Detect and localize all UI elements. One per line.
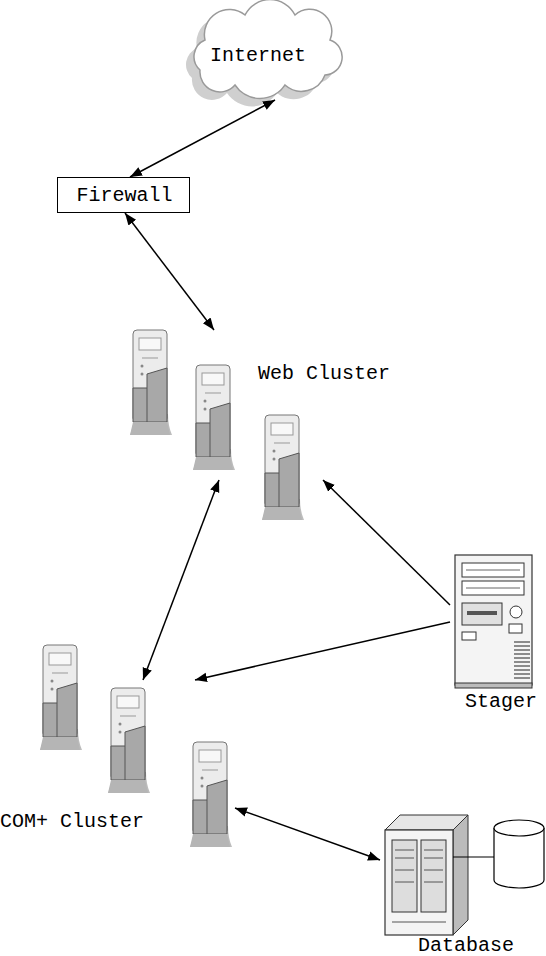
cable-line <box>453 856 494 857</box>
server-tower <box>130 330 172 435</box>
server-tower <box>262 415 304 520</box>
cloud-node: Internet <box>185 0 345 100</box>
database-node: Database <box>380 810 546 956</box>
server-tower <box>108 688 150 793</box>
server-tower <box>40 645 82 750</box>
server-tower <box>190 742 232 847</box>
node-label: COM+ Cluster <box>0 810 150 833</box>
node-label: Database <box>418 934 528 956</box>
disk-cylinder <box>494 820 544 888</box>
connector-arrow <box>235 808 380 860</box>
server-cluster: COM+ Cluster <box>0 680 235 848</box>
server-cluster: Web Cluster <box>128 330 390 480</box>
cloud-shape <box>194 0 342 98</box>
node-label: Web Cluster <box>258 362 393 385</box>
node-label: Firewall <box>58 184 191 207</box>
node-label: Internet <box>210 44 320 67</box>
desktop-computer <box>455 555 532 688</box>
node-label: Stager <box>465 690 540 713</box>
firewall-box: Firewall <box>57 177 190 213</box>
connector-arrow <box>195 622 450 680</box>
connector-arrow <box>323 480 450 605</box>
connector-arrow <box>125 213 214 330</box>
database-server <box>385 815 468 935</box>
connector-arrow <box>130 100 275 177</box>
stager-server: Stager <box>450 553 540 715</box>
server-tower <box>193 365 235 470</box>
connector-arrow <box>143 480 219 680</box>
